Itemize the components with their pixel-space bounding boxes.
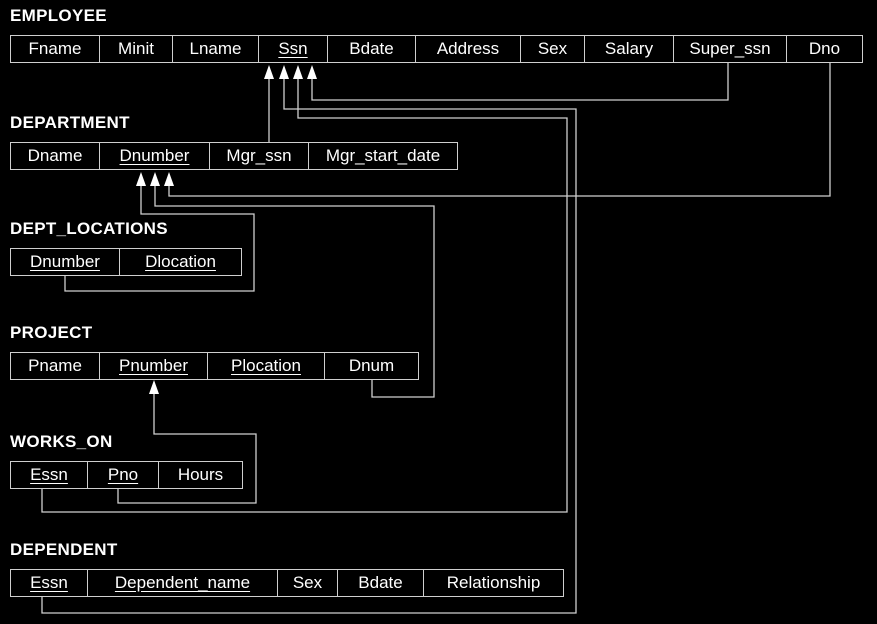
employee-sex: Sex xyxy=(521,36,585,62)
ref-dno-to-dnumber xyxy=(168,63,831,197)
employee-fname: Fname xyxy=(11,36,100,62)
project-title: PROJECT xyxy=(10,323,93,342)
arrowhead-ssn-3 xyxy=(293,65,303,79)
dept-locations-dlocation: Dlocation xyxy=(145,252,216,271)
employee-super-ssn: Super_ssn xyxy=(674,36,787,62)
dependent-essn: Essn xyxy=(11,570,88,596)
project-dnum: Dnum xyxy=(348,356,395,375)
dependent-relationship: Relationship xyxy=(446,573,541,592)
works-on-pno: Pno xyxy=(88,462,159,488)
ref-works-on-essn-to-ssn xyxy=(41,79,568,513)
employee-table: Fname Minit Lname Ssn Bdate Address Sex … xyxy=(10,35,863,63)
employee-ssn: Ssn xyxy=(259,36,328,62)
dept-locations-title: DEPT_LOCATIONS xyxy=(10,219,168,238)
ref-super-ssn-to-ssn xyxy=(311,63,729,101)
arrowhead-ssn-4 xyxy=(307,65,317,79)
dept-locations-dnumber: Dnumber xyxy=(11,249,120,275)
dependent-bdate: Bdate xyxy=(338,570,424,596)
dept-locations-table: Dnumber Dlocation xyxy=(10,248,242,276)
works-on-essn: Essn xyxy=(11,462,88,488)
department-mgr-ssn: Mgr_ssn xyxy=(210,143,309,169)
works-on-title: WORKS_ON xyxy=(10,432,113,451)
project-pname: Pname xyxy=(11,353,100,379)
department-dnumber: Dnumber xyxy=(100,143,210,169)
dependent-table: Essn Dependent_name Sex Bdate Relationsh… xyxy=(10,569,564,597)
employee-bdate: Bdate xyxy=(328,36,416,62)
employee-title: EMPLOYEE xyxy=(10,6,107,25)
project-plocation: Plocation xyxy=(208,353,325,379)
department-mgr-start-date: Mgr_start_date xyxy=(325,146,441,165)
ref-pno-to-pnumber xyxy=(117,394,257,504)
department-dname: Dname xyxy=(11,143,100,169)
project-table: Pname Pnumber Plocation Dnum xyxy=(10,352,419,380)
arrowhead-dnumber-2 xyxy=(150,172,160,186)
arrowhead-dnumber-3 xyxy=(164,172,174,186)
department-title: DEPARTMENT xyxy=(10,113,130,132)
ref-dependent-essn-to-ssn xyxy=(41,79,577,614)
dependent-dependent-name: Dependent_name xyxy=(88,570,278,596)
arrowhead-dnumber-1 xyxy=(136,172,146,186)
employee-address: Address xyxy=(416,36,521,62)
arrowhead-pnumber xyxy=(149,380,159,394)
arrowhead-ssn-1 xyxy=(264,65,274,79)
employee-dno: Dno xyxy=(808,39,841,58)
works-on-hours: Hours xyxy=(177,465,224,484)
ref-dnum-to-dnumber xyxy=(154,186,435,398)
dependent-sex: Sex xyxy=(278,570,338,596)
project-pnumber: Pnumber xyxy=(100,353,208,379)
employee-salary: Salary xyxy=(585,36,674,62)
ref-dlocations-dnumber-to-dnumber xyxy=(64,186,255,292)
employee-lname: Lname xyxy=(173,36,259,62)
works-on-table: Essn Pno Hours xyxy=(10,461,243,489)
department-table: Dname Dnumber Mgr_ssn Mgr_start_date xyxy=(10,142,458,170)
dependent-title: DEPENDENT xyxy=(10,540,118,559)
arrowhead-ssn-2 xyxy=(279,65,289,79)
employee-minit: Minit xyxy=(100,36,173,62)
